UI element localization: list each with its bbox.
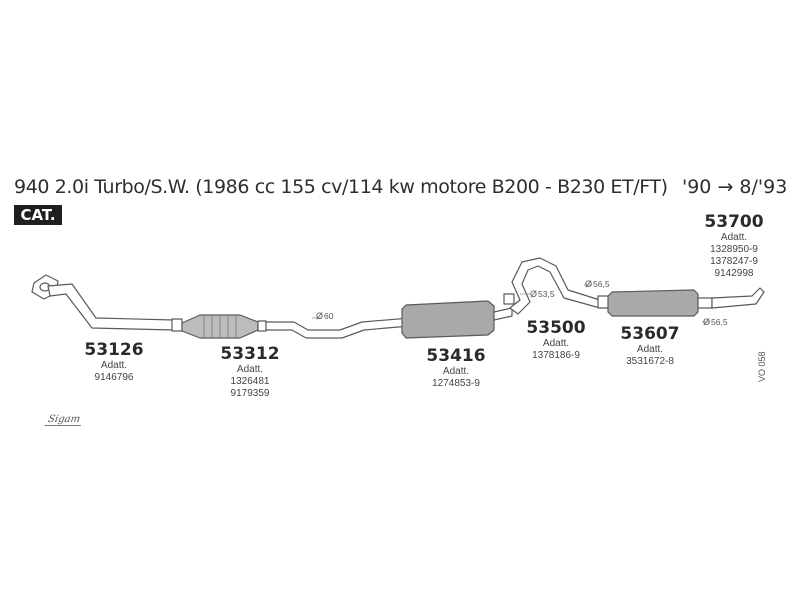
diagram-reference: VO 058 (757, 351, 767, 382)
part-label-53607: 53607 Adatt. 3531672-8 (612, 324, 688, 368)
part-label-53312: 53312 Adatt. 1326481 9179359 (214, 344, 286, 400)
dimension-label: Ø60 (316, 311, 334, 321)
diameter-symbol: Ø (316, 311, 324, 321)
part-code: 53700 (704, 212, 764, 232)
page-title: 940 2.0i Turbo/S.W. (1986 cc 155 cv/114 … (14, 176, 668, 198)
part-label-53700: 53700 Adatt. 1328950-9 1378247-9 9142998 (696, 212, 772, 280)
diameter-symbol: Ø (703, 317, 711, 327)
part-code: 53500 (526, 318, 586, 338)
part-code: 53126 (84, 340, 144, 360)
intermediate-pipe (265, 317, 411, 339)
cat-badge: CAT. (14, 205, 62, 225)
dimension-label: Ø56,5 (585, 279, 610, 289)
diameter-symbol: Ø (585, 279, 593, 289)
dimension-label: Ø56,5 (703, 317, 728, 327)
part-label-53126: 53126 Adatt. 9146796 (78, 340, 150, 384)
part-label-53500: 53500 Adatt. 1378186-9 (518, 318, 594, 362)
diameter-symbol: Ø (530, 289, 538, 299)
dimension-label: Ø53,5 (530, 289, 555, 299)
front-pipe-53126 (47, 283, 175, 331)
part-code: 53312 (220, 344, 280, 364)
brand-logo: Sigam (44, 414, 84, 426)
center-muffler-53416 (401, 300, 513, 339)
rear-muffler-53607 (597, 289, 713, 317)
part-code: 53416 (426, 346, 486, 366)
catalytic-converter-53312 (171, 314, 267, 339)
part-code: 53607 (620, 324, 680, 344)
tail-pipe-53700 (711, 287, 765, 309)
part-label-53416: 53416 Adatt. 1274853-9 (418, 346, 494, 390)
date-range: '90 → 8/'93 (682, 176, 788, 198)
